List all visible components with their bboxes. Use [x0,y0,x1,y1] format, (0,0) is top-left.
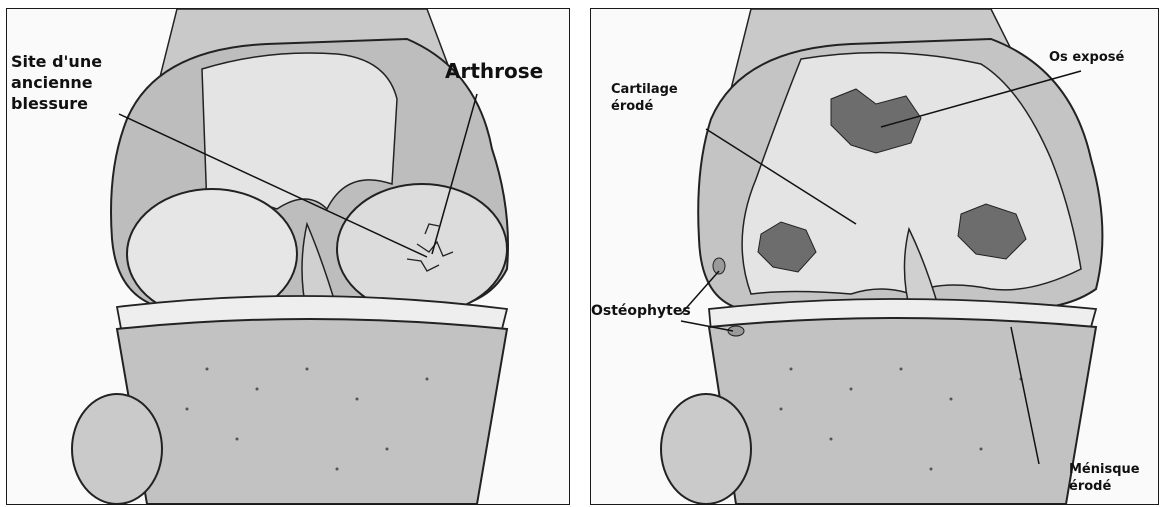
tibia [709,318,1096,504]
label-arthrosis: Arthrose [445,59,543,83]
label-osteophytes: Ostéophytes [591,303,691,320]
right-knee-illustration: Cartilage érodé Os exposé Ostéophytes Mé… [590,8,1159,505]
fibula-head [72,394,162,504]
fibula-head [661,394,751,504]
lateral-condyle [337,184,507,314]
left-knee-illustration: Site d'une ancienne blessure Arthrose [6,8,570,505]
label-old-injury: Site d'une ancienne blessure [11,51,102,114]
tibia [117,319,507,504]
label-eroded-meniscus: Ménisque érodé [1069,461,1140,495]
label-exposed-bone: Os exposé [1049,49,1124,66]
label-eroded-cartilage: Cartilage érodé [611,81,678,115]
